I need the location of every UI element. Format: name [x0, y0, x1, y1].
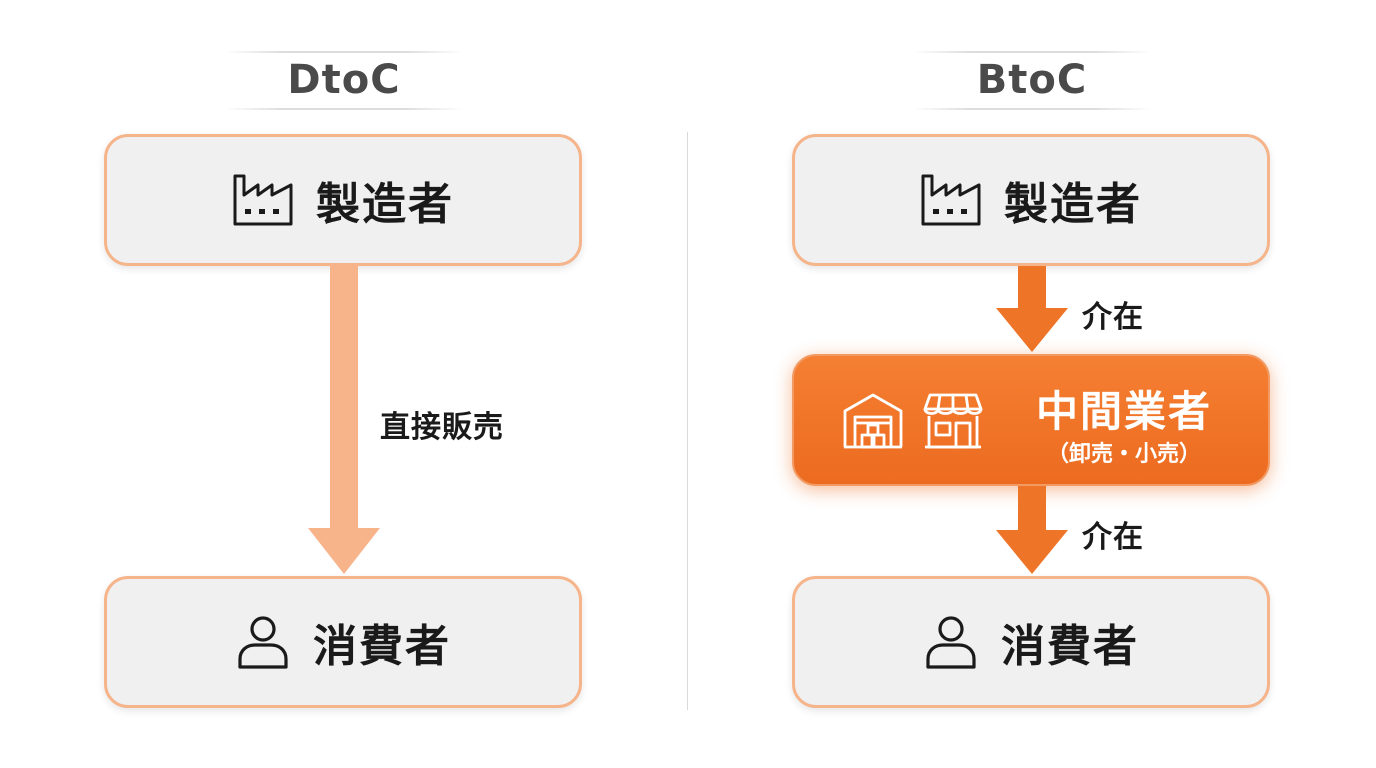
dtoc-title: DtoC	[224, 48, 464, 112]
direct-sales-label: 直接販売	[380, 410, 504, 445]
center-divider	[687, 132, 688, 710]
btoc-consumer-box: 消費者	[792, 576, 1270, 708]
intermediary-box: 中間業者 （卸売・小売）	[792, 354, 1270, 486]
intermediary-subtitle: （卸売・小売）	[1046, 442, 1201, 467]
intermediary-arrow-top	[996, 266, 1068, 352]
warehouse-icon	[842, 392, 904, 454]
btoc-title: BtoC	[912, 48, 1152, 112]
factory-icon	[232, 173, 294, 227]
direct-sales-arrow	[308, 266, 380, 574]
dtoc-manufacturer-box: 製造者	[104, 134, 582, 266]
factory-icon	[920, 173, 982, 227]
dtoc-consumer-box: 消費者	[104, 576, 582, 708]
store-icon	[922, 392, 984, 454]
person-icon	[923, 614, 979, 670]
btoc-manufacturer-label: 製造者	[1004, 179, 1142, 230]
btoc-consumer-label: 消費者	[1001, 621, 1139, 672]
intermediary-label-bottom: 介在	[1082, 520, 1144, 555]
dtoc-manufacturer-label: 製造者	[316, 179, 454, 230]
intermediary-arrow-bottom	[996, 486, 1068, 574]
intermediary-title: 中間業者	[1035, 387, 1212, 436]
intermediary-label-top: 介在	[1082, 300, 1144, 335]
person-icon	[235, 614, 291, 670]
btoc-manufacturer-box: 製造者	[792, 134, 1270, 266]
dtoc-consumer-label: 消費者	[313, 621, 451, 672]
